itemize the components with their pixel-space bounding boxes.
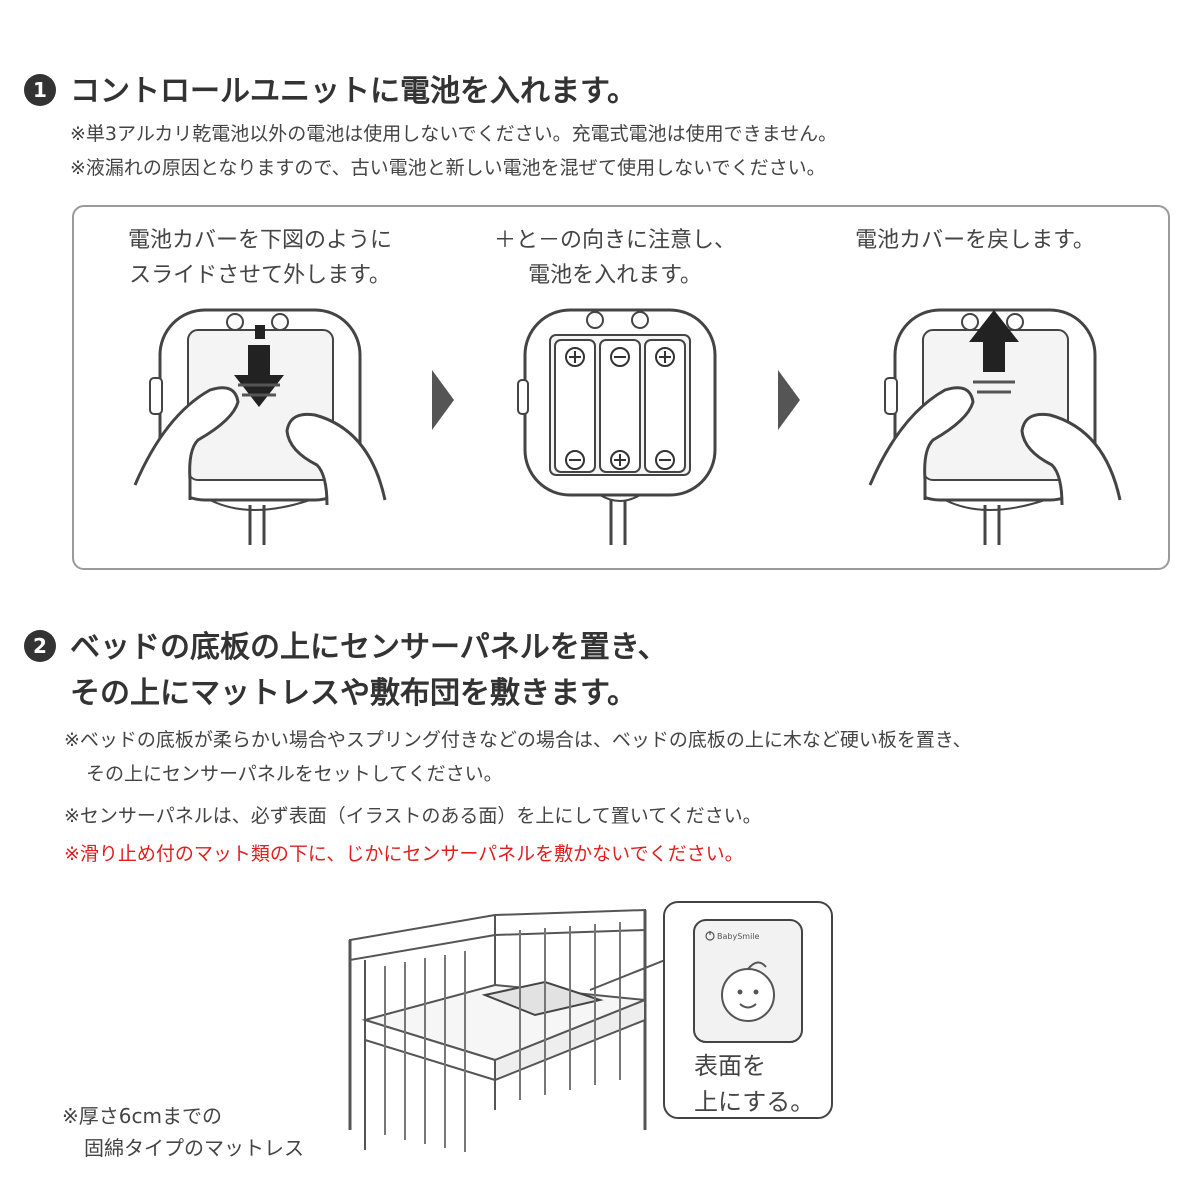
mattress-note-line1: ※厚さ6cmまでの [62,1104,222,1128]
callout-text: 表面を 上にする。 [694,1048,814,1120]
slide-cover-on-illustration [868,308,1122,545]
mattress-note: ※厚さ6cmまでの 固綿タイプのマットレス [62,1100,304,1164]
step2-note-1: ※ベッドの底板が柔らかい場合やスプリング付きなどの場合は、ベッドの底板の上に木な… [64,729,972,751]
mattress-note-line2: 固綿タイプのマットレス [84,1136,304,1160]
sensor-panel [481,980,604,1017]
chevron-right-icon [432,370,454,430]
step2-warning: ※滑り止め付のマット類の下に、じかにセンサーパネルを敷かないでください。 [64,843,744,865]
step1-title: コントロールユニットに電池を入れます。 [70,74,637,109]
step1-header: 1 コントロールユニットに電池を入れます。 [24,70,637,114]
step1-note-1: ※単3アルカリ乾電池以外の電池は使用しないでください。充電式電池は使用できません… [70,123,838,145]
step2-title-line1: ベッドの底板の上にセンサーパネルを置き、 [70,630,668,665]
chevron-right-icon [778,370,800,430]
step2-note-3: ※センサーパネルは、必ず表面（イラストのある面）を上にして置いてください。 [64,805,762,827]
plus-icon [610,450,630,470]
batteries-installed-illustration [517,308,717,545]
battery-steps-panel [72,205,1170,570]
step1-number: 1 [24,74,56,106]
panel1-caption-line2: スライドさせて外します。 [129,263,391,288]
step2-title-line2: その上にマットレスや敷布団を敷きます。 [70,676,637,711]
callout-line1: 表面を [694,1052,766,1080]
arrow-down-icon [234,345,284,407]
panel3-caption-line1: 電池カバーを戻します。 [855,228,1095,253]
battery-left [554,339,596,473]
slide-cover-off-illustration [133,308,387,545]
panel1-caption-line1: 電池カバーを下図のように [127,228,392,253]
battery-middle [599,339,641,473]
step2-number: 2 [24,630,56,662]
baby-face-icon [721,961,775,1022]
minus-icon [655,450,675,470]
power-icon [705,931,715,941]
plus-icon [655,347,675,367]
panel1-caption: 電池カバーを下図のように スライドさせて外します。 [90,223,430,293]
step2-note-2: その上にセンサーパネルをセットしてください。 [86,763,503,785]
crib-illustration [348,908,665,1152]
minus-icon [565,450,585,470]
minus-icon [610,347,630,367]
arrow-up-icon [969,310,1019,372]
plus-icon [565,347,585,367]
battery-right [644,339,686,473]
step1-note-2: ※液漏れの原因となりますので、古い電池と新しい電池を混ぜて使用しないでください。 [70,157,826,179]
callout-box: BabySmile [663,901,833,1119]
brand-mark: BabySmile [717,932,760,941]
panel2-caption-line2: 電池を入れます。 [528,263,702,288]
step2-header: 2 ベッドの底板の上にセンサーパネルを置き、 その上にマットレスや敷布団を敷きま… [24,626,668,716]
panel3-caption: 電池カバーを戻します。 [805,223,1145,258]
panel2-caption-line1: ＋と－の向きに注意し、 [493,228,736,253]
callout-line2: 上にする。 [694,1088,815,1116]
step2-title: ベッドの底板の上にセンサーパネルを置き、 その上にマットレスや敷布団を敷きます。 [70,626,668,716]
panel2-caption: ＋と－の向きに注意し、 電池を入れます。 [445,223,785,293]
